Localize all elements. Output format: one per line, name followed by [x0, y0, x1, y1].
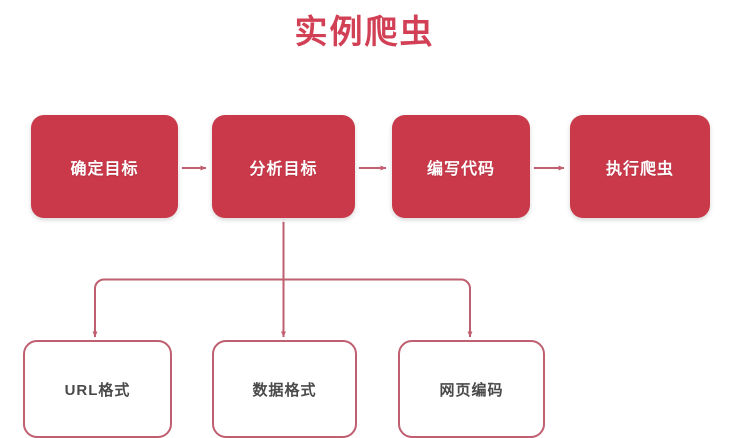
sub-step-label: 数据格式 [252, 381, 317, 399]
process-step-run-spider[interactable]: 执行爬虫 [570, 115, 710, 218]
sub-step-page-encode[interactable]: 网页编码 [398, 340, 545, 438]
process-step-write-code[interactable]: 编写代码 [392, 115, 530, 218]
arrow-analyze-to-url-format [92, 278, 284, 338]
sub-step-label: 网页编码 [439, 381, 504, 399]
process-step-analyze-target[interactable]: 分析目标 [212, 115, 355, 218]
process-step-label: 确定目标 [70, 160, 139, 178]
process-step-label: 分析目标 [249, 160, 318, 178]
sub-step-label: URL格式 [64, 381, 131, 399]
page-title: 实例爬虫 [294, 13, 435, 50]
arrow-analyze-to-page-encode [283, 278, 473, 338]
process-step-label: 执行爬虫 [605, 160, 674, 178]
sub-step-data-format[interactable]: 数据格式 [212, 340, 357, 438]
process-step-confirm-target[interactable]: 确定目标 [31, 115, 178, 218]
process-step-label: 编写代码 [426, 160, 495, 178]
sub-step-url-format[interactable]: URL格式 [23, 340, 172, 438]
